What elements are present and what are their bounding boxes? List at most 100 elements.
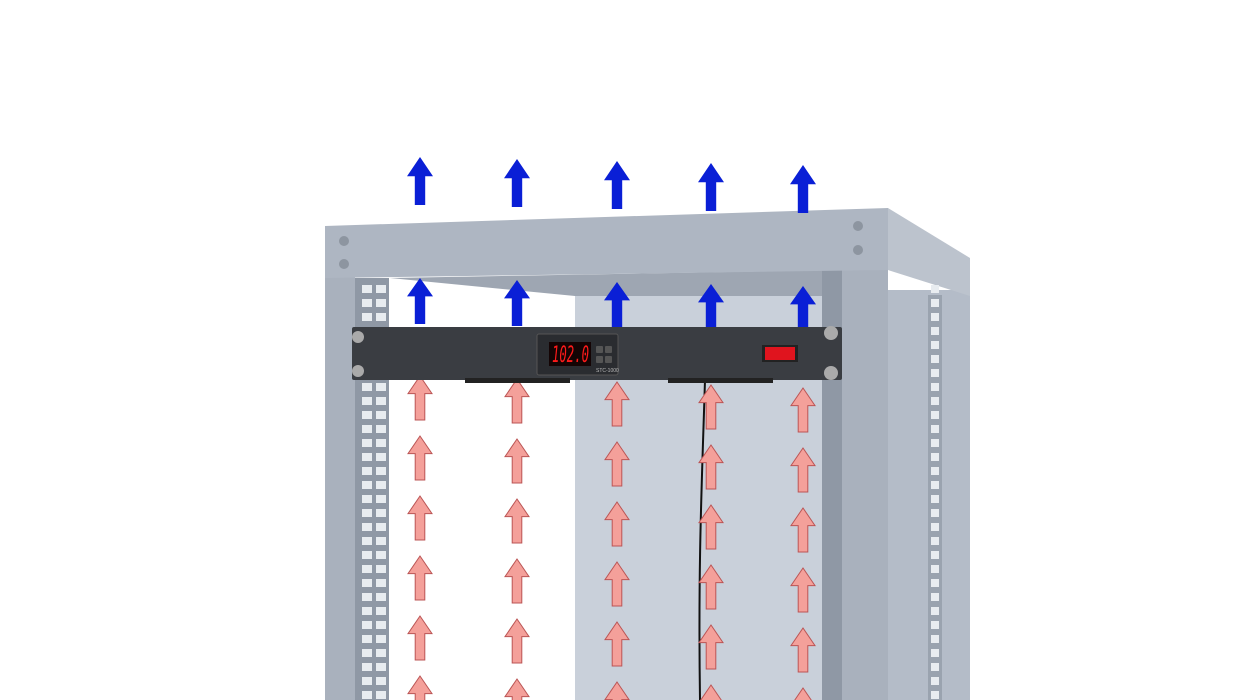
rail-slot [931, 411, 939, 419]
rail-slot [931, 355, 939, 363]
exhaust-airflow-arrow-icon [790, 165, 816, 213]
rail-slot [362, 509, 372, 517]
top-side-beam [888, 208, 970, 296]
intake-airflow-arrow-icon [407, 495, 433, 541]
panel-screw [352, 331, 364, 343]
rail-slot [362, 649, 372, 657]
intake-airflow-arrow-icon [504, 438, 530, 484]
intake-airflow-arrow-icon [790, 507, 816, 553]
exhaust-airflow-arrow-icon [698, 163, 724, 211]
bolt [853, 221, 863, 231]
bolt [339, 236, 349, 246]
temperature-display [549, 342, 591, 366]
rail-slot [931, 551, 939, 559]
rail-slot [931, 341, 939, 349]
intake-airflow-arrow-icon [790, 567, 816, 613]
fan-housing [465, 378, 570, 383]
rocker-switch[interactable] [765, 347, 795, 360]
rail-slot [376, 607, 386, 615]
rail-slot [931, 383, 939, 391]
rail-slot [931, 509, 939, 517]
rail-slot [362, 565, 372, 573]
exhaust-airflow-arrow-icon [698, 284, 724, 330]
intake-airflow-arrow-icon [790, 447, 816, 493]
rail-slot [376, 523, 386, 531]
rail-slot [931, 299, 939, 307]
rail-slot [362, 621, 372, 629]
rail-slot [931, 327, 939, 335]
exhaust-airflow-arrow-icon [790, 286, 816, 332]
left-front-post [325, 270, 355, 700]
up-button[interactable] [605, 346, 612, 353]
rail-slot [931, 495, 939, 503]
intake-airflow-arrow-icon [504, 618, 530, 664]
rail-slot [362, 593, 372, 601]
rail-slot [362, 607, 372, 615]
rail-slot [362, 677, 372, 685]
intake-airflow-arrow-icon [504, 558, 530, 604]
rail-slot [931, 481, 939, 489]
intake-airflow-arrow-icon [698, 624, 724, 670]
intake-airflow-arrow-icon [504, 378, 530, 424]
rail-slot [376, 565, 386, 573]
down-button[interactable] [605, 356, 612, 363]
rail-slot [362, 523, 372, 531]
exhaust-airflow-arrow-icon [604, 161, 630, 209]
rail-slot [376, 313, 386, 321]
intake-airflow-arrow-icon [504, 498, 530, 544]
rail-slot [931, 635, 939, 643]
rail-slot [931, 313, 939, 321]
set-button[interactable] [596, 346, 603, 353]
rail-slot [362, 313, 372, 321]
intake-airflow-arrow-icon [604, 441, 630, 487]
top-front-beam [325, 208, 888, 278]
rail-slot [362, 299, 372, 307]
rail-slot [931, 677, 939, 685]
panel-screw [824, 326, 838, 340]
rail-slot [362, 481, 372, 489]
rail-slot [376, 509, 386, 517]
intake-airflow-arrow-icon [698, 504, 724, 550]
rail-slot [362, 467, 372, 475]
bolt [339, 259, 349, 269]
rail-slot [362, 397, 372, 405]
rail-slot [376, 453, 386, 461]
exhaust-airflow-arrow-icon [604, 282, 630, 328]
rail-slot [362, 579, 372, 587]
rail-slot [376, 677, 386, 685]
intake-airflow-arrow-icon [604, 381, 630, 427]
panel-screw [824, 366, 838, 380]
rail-slot [376, 285, 386, 293]
rail-slot [362, 383, 372, 391]
intake-airflow-arrow-icon [407, 615, 433, 661]
rail-slot [362, 285, 372, 293]
intake-airflow-arrow-icon [407, 435, 433, 481]
rail-slot [376, 621, 386, 629]
top-inner-beam [390, 270, 840, 296]
rail-slot [376, 481, 386, 489]
fan-controller-panel: 102.0 STC-1000 [352, 326, 842, 383]
intake-airflow-arrow-icon [698, 564, 724, 610]
exhaust-airflow-arrow-icon [407, 157, 433, 205]
intake-airflow-arrow-icon [604, 621, 630, 667]
controller-model: STC-1000 [596, 368, 619, 374]
exhaust-airflow-arrow-icon [504, 280, 530, 326]
rail-slot [931, 691, 939, 699]
intake-airflow-arrow-icon [407, 375, 433, 421]
rail-slot [362, 425, 372, 433]
rail-slot [931, 649, 939, 657]
rail-slot [362, 453, 372, 461]
rail-slot [376, 383, 386, 391]
rail-slot [931, 425, 939, 433]
rail-slot [931, 285, 939, 293]
rail-slot [376, 579, 386, 587]
rail-slot [931, 369, 939, 377]
rail-slot [376, 467, 386, 475]
rail-slot [931, 467, 939, 475]
rail-slot [931, 607, 939, 615]
intake-airflow-arrow-icon [604, 501, 630, 547]
rail-slot [376, 635, 386, 643]
rail-slot [931, 523, 939, 531]
rail-slot [376, 439, 386, 447]
power-button[interactable] [596, 356, 603, 363]
